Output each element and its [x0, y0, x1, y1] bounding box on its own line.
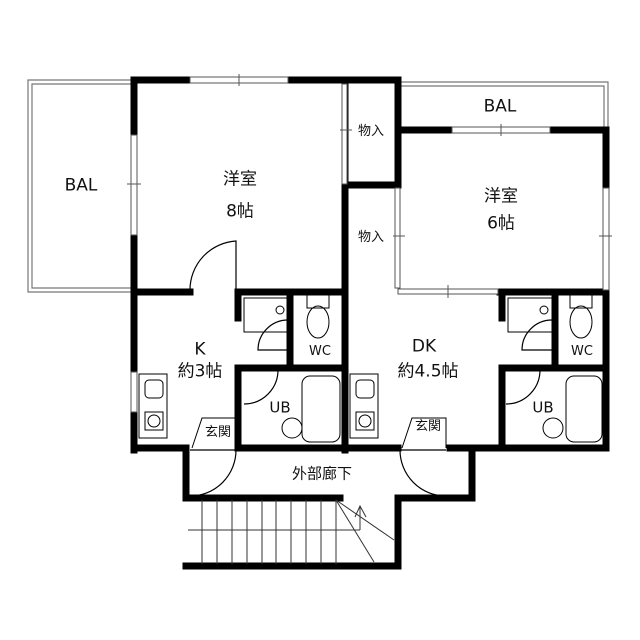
windows: [127, 74, 612, 413]
wc-left-label: WC: [309, 343, 331, 359]
room-6-size: 6帖: [487, 213, 515, 234]
balcony-outlines: [27, 79, 609, 293]
fixtures: [138, 293, 603, 449]
room-6-label: 洋室: [484, 186, 518, 207]
entry-right-label: 玄関: [414, 418, 442, 434]
dk-label: DK: [411, 336, 437, 357]
room-8-label: 洋室: [223, 169, 257, 190]
stairs: [188, 499, 395, 564]
ub-right-label: UB: [532, 398, 554, 417]
doors: [189, 240, 553, 497]
balcony-left-label: BAL: [64, 175, 98, 196]
corridor-label: 外部廊下: [291, 464, 353, 483]
room-8-size: 8帖: [226, 201, 254, 222]
dk-size: 約4.5帖: [397, 361, 459, 382]
ub-left-label: UB: [269, 398, 291, 417]
entry-left-label: 玄関: [204, 424, 232, 440]
closet-top-label: 物入: [357, 123, 385, 139]
balcony-right-label: BAL: [483, 96, 517, 117]
wc-right-label: WC: [571, 343, 593, 359]
walls: [130, 76, 610, 570]
closet-mid-label: 物入: [357, 229, 385, 245]
kitchen-size: 約3帖: [177, 361, 223, 382]
kitchen-label: K: [194, 339, 206, 360]
